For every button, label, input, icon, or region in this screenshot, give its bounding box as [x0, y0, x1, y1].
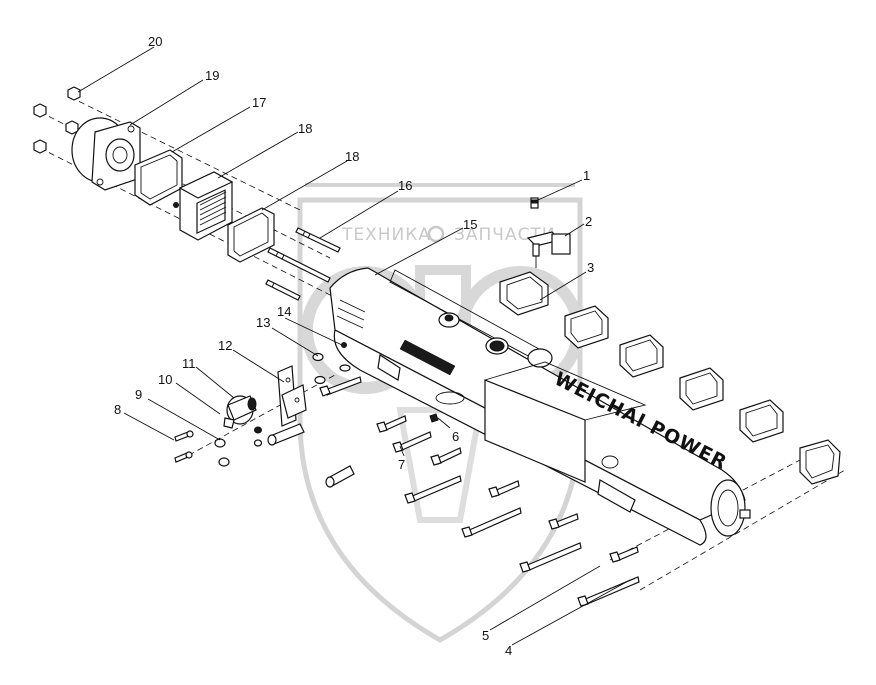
callout-20: 20 [148, 34, 162, 49]
callout-4: 4 [505, 643, 512, 658]
port-gaskets-3 [499, 271, 841, 485]
callout-19: 19 [205, 68, 219, 83]
washers-13-14 [312, 342, 351, 385]
callout-11: 11 [182, 356, 196, 371]
callout-8: 8 [114, 402, 121, 417]
callout-3: 3 [587, 260, 594, 275]
leader-lines [77, 46, 631, 646]
adapter-18 [173, 171, 234, 241]
callout-5: 5 [482, 628, 489, 643]
watermark-left-text: ТЕХНИКА [341, 225, 431, 245]
sensor-1 [530, 197, 539, 209]
callout-18: 18 [298, 121, 312, 136]
callout-10: 10 [158, 372, 172, 387]
callout-12: 12 [218, 338, 232, 353]
callout-6: 6 [452, 429, 459, 444]
callout-15: 15 [463, 217, 477, 232]
callout-16: 16 [398, 178, 412, 193]
callout-13: 13 [256, 315, 270, 330]
callout-7: 7 [398, 457, 405, 472]
gasket-17-right [227, 207, 275, 263]
callout-14: 14 [277, 304, 291, 319]
gear-icon [427, 225, 445, 243]
callout-17-left: 17 [252, 95, 266, 110]
gasket-17-left [134, 149, 183, 206]
studs-16 [265, 227, 341, 301]
spacer-tubes [267, 423, 355, 488]
actuator-10 [223, 395, 257, 429]
callout-2: 2 [585, 214, 592, 229]
end-cover-19 [71, 117, 141, 191]
small-fasteners [174, 426, 263, 467]
callout-17-right: 18 [345, 149, 359, 164]
callouts: 20 19 17 18 18 16 15 1 2 3 14 13 12 11 1… [114, 34, 594, 658]
callout-9: 9 [135, 387, 142, 402]
bolts [319, 376, 640, 607]
callout-1: 1 [583, 168, 590, 183]
exhaust-manifold: WEICHAI POWER [329, 267, 751, 546]
nuts-20 [33, 86, 81, 154]
connector-2 [526, 231, 571, 268]
